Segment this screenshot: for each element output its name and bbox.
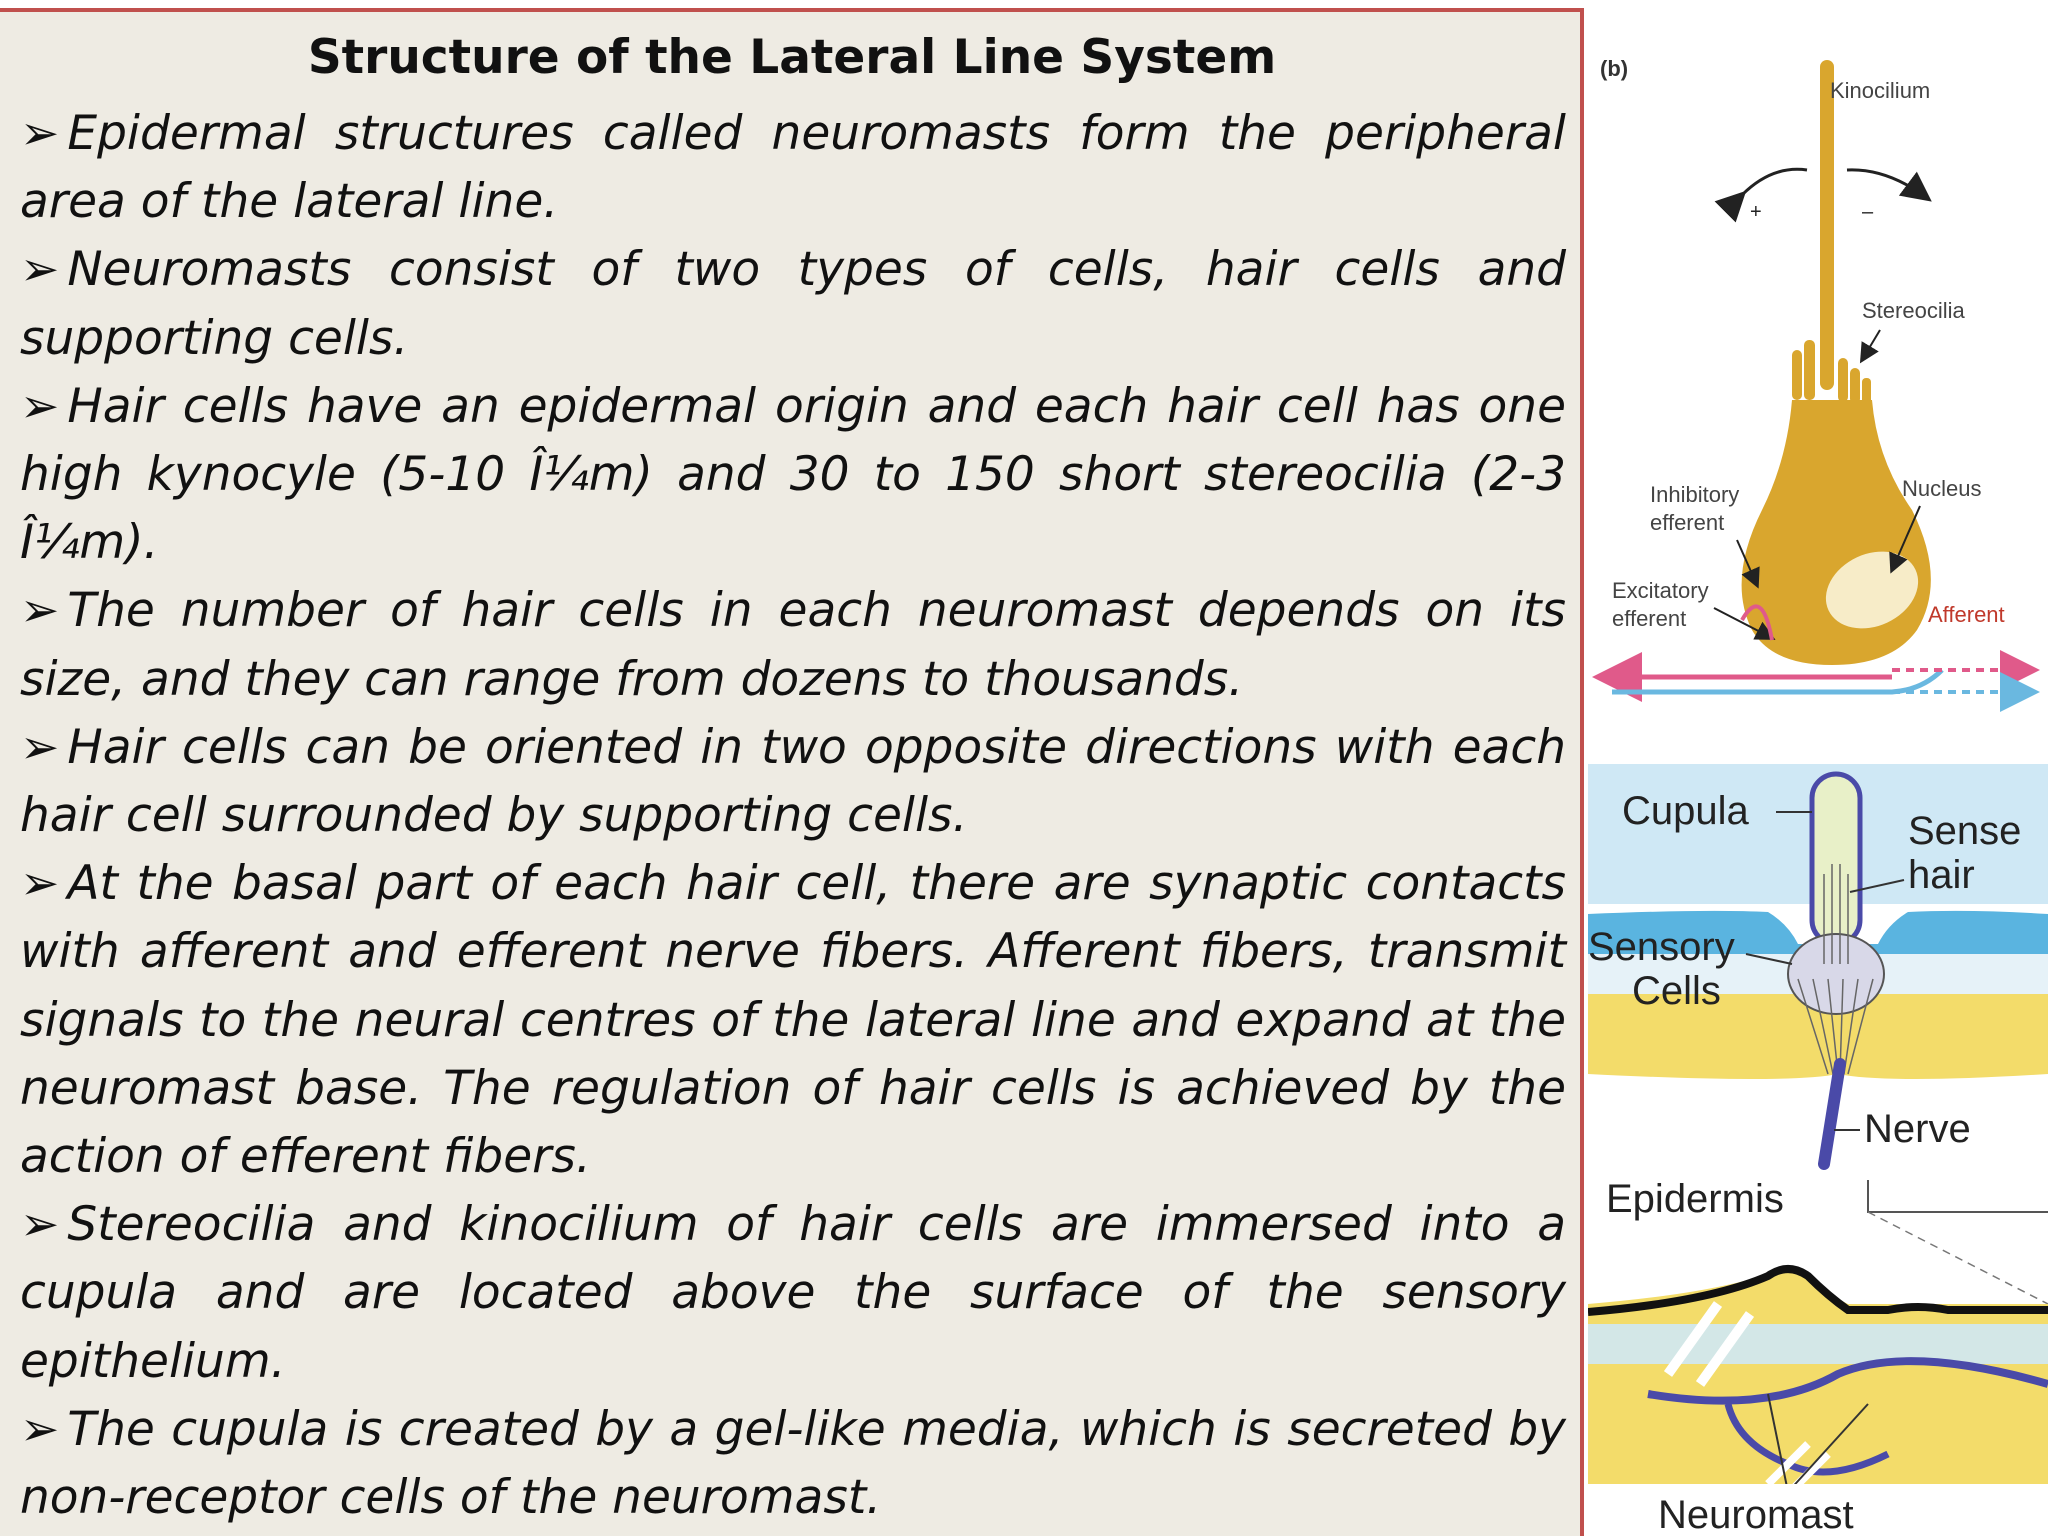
nerve-label: Nerve: [1864, 1107, 1971, 1151]
epidermis-line: [1588, 1265, 2048, 1316]
stereocilia-label: Stereocilia: [1862, 298, 1965, 323]
arrow-bullet-icon: ➢: [20, 719, 60, 775]
scale-stripes: [1663, 1301, 1755, 1387]
sense-hairs: [1823, 864, 1849, 964]
bullet-item: ➢The cupula is created by a gel-like med…: [20, 1396, 1566, 1532]
stereocilium: [1862, 378, 1871, 406]
bullet-text: Neuromasts consist of two types of cells…: [20, 242, 1566, 366]
stereocilia-pointer: [1859, 329, 1881, 364]
bullet-text: Stereocilia and kinocilium of hair cells…: [20, 1197, 1566, 1389]
bullet-item: ➢Neuromasts consist of two types of cell…: [20, 236, 1566, 372]
bullet-item: ➢Hair cells have an epidermal origin and…: [20, 373, 1566, 578]
neuromast-figure: Cupula Sense hair Sensory Cells Nerve Ep…: [1588, 764, 2048, 1536]
tissue-layer: [1588, 994, 2048, 1079]
skin-layer: [1588, 910, 2048, 954]
bullet-text: At the basal part of each hair cell, the…: [20, 856, 1566, 1185]
slide-title: Structure of the Lateral Line System: [307, 30, 1277, 85]
nerve: [1818, 1058, 1846, 1170]
inhibitory-label-2: efferent: [1650, 510, 1724, 535]
arrow-bullet-icon: ➢: [20, 242, 60, 298]
neuromast-pointer-1: [1767, 1393, 1789, 1493]
bend-left-arrow: [1714, 167, 1808, 223]
hair-cell-diagram: (b) + – Kinocilium Stereocilia Nucleus I…: [1592, 56, 2040, 712]
excitatory-label-2: efferent: [1612, 606, 1686, 631]
afferent-label: Afferent: [1928, 602, 2005, 627]
sensory-fibers: [1797, 978, 1874, 1075]
arrow-bullet-icon: ➢: [20, 856, 60, 912]
text-panel: Structure of the Lateral Line System ➢Ep…: [0, 8, 1584, 1536]
kinocilium-label: Kinocilium: [1830, 78, 1930, 103]
excitatory-pointer: [1713, 607, 1776, 640]
stereocilium: [1838, 358, 1848, 402]
epidermis-label: Epidermis: [1606, 1177, 1784, 1221]
excitatory-label-1: Excitatory: [1612, 578, 1709, 603]
arrow-bullet-icon: ➢: [20, 583, 60, 639]
afferent-fiber: [1612, 668, 1944, 695]
neuromast-pointer-2: [1787, 1403, 1869, 1493]
cupula: [1809, 771, 1863, 947]
bullet-item: ➢The number of hair cells in each neurom…: [20, 577, 1566, 713]
lateral-nerve: [1647, 1357, 2048, 1405]
inhibitory-efferent-fiber: [1740, 604, 1774, 641]
nucleus-label: Nucleus: [1902, 476, 1981, 501]
bullet-item: ➢At the basal part of each hair cell, th…: [20, 850, 1566, 1191]
bend-right-arrow: [1846, 168, 1932, 202]
bullet-list: ➢Epidermal structures called neuromasts …: [20, 100, 1566, 1532]
arrow-bullet-icon: ➢: [20, 1197, 60, 1253]
inhibitory-pointer: [1736, 539, 1760, 589]
sensory-cells: [1787, 933, 1885, 1015]
bullet-text: Hair cells can be oriented in two opposi…: [20, 719, 1566, 844]
bullet-text: The number of hair cells in each neuroma…: [20, 583, 1566, 707]
bullet-item: ➢Stereocilia and kinocilium of hair cell…: [20, 1191, 1566, 1396]
zoom-line: [1867, 1211, 2048, 1305]
lower-water-band: [1588, 1324, 2048, 1364]
minus-label: –: [1862, 201, 1874, 223]
stereocilium: [1850, 368, 1860, 404]
bullet-item: ➢Hair cells can be oriented in two oppos…: [20, 714, 1566, 850]
inset-bracket: [1867, 1180, 2048, 1213]
stereocilium: [1792, 350, 1802, 400]
arrow-bullet-icon: ➢: [20, 378, 60, 434]
bullet-text: Hair cells have an epidermal origin and …: [20, 378, 1566, 571]
inhibitory-label-1: Inhibitory: [1650, 482, 1739, 507]
sense-hair-label-2: hair: [1908, 853, 1975, 897]
label-strip: [1588, 1484, 2048, 1536]
sense-hair-label-1: Sense: [1908, 809, 2021, 853]
panel-label: (b): [1600, 56, 1628, 81]
bullet-text: The cupula is created by a gel-like medi…: [20, 1401, 1566, 1526]
sensory-label-2: Cells: [1632, 969, 1721, 1013]
stereocilium: [1804, 340, 1815, 400]
arrow-bullet-icon: ➢: [20, 1401, 60, 1457]
plus-label: +: [1750, 201, 1762, 223]
sensory-label-1: Sensory: [1588, 925, 1735, 969]
sense-hair-pointer: [1849, 879, 1905, 893]
hair-cell-figure: (b) + – Kinocilium Stereocilia Nucleus I…: [1592, 40, 2048, 720]
sensory-pointer: [1745, 953, 1793, 965]
neuromast-label: Neuromast: [1658, 1493, 1854, 1536]
lower-tissue: [1588, 1266, 2048, 1484]
cupula-label: Cupula: [1622, 789, 1750, 833]
nucleus-pointer: [1889, 505, 1921, 574]
kinocilium: [1820, 60, 1834, 390]
bullet-item: ➢Epidermal structures called neuromasts …: [20, 100, 1566, 236]
arrow-bullet-icon: ➢: [20, 106, 60, 161]
bullet-text: Epidermal structures called neuromasts f…: [20, 106, 1566, 230]
neuromast-diagram: Cupula Sense hair Sensory Cells Nerve Ep…: [1588, 764, 2048, 1536]
